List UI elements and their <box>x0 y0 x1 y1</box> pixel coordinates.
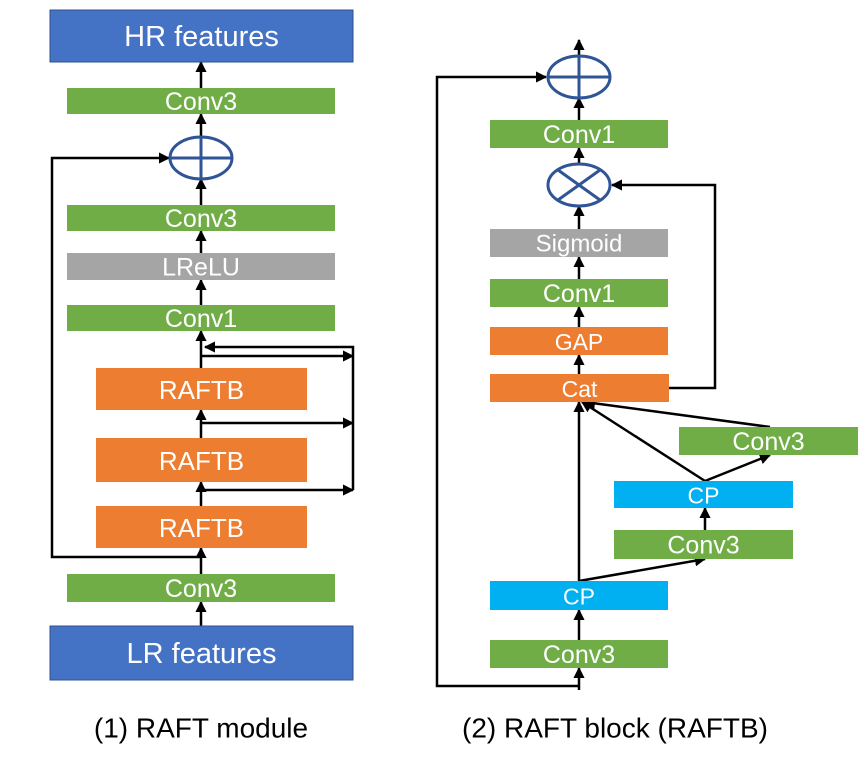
cp-right-block-label: CP <box>688 483 720 509</box>
raft-block-panel: Conv1SigmoidConv1GAPCatConv3CPConv3CPCon… <box>435 38 858 744</box>
raft-module-add-operator <box>168 135 234 181</box>
lrelu-block: LReLU <box>67 253 335 282</box>
lr-features-block-box <box>49 625 354 681</box>
arrow-conv3-top-to-cat <box>583 397 771 429</box>
conv3-bottom-block-label: Conv3 <box>543 641 615 669</box>
lr-features-block: LR features <box>49 625 354 681</box>
multiply-operator-diagonal-2 <box>557 168 601 202</box>
arrow-cp-to-conv3-right <box>578 555 707 583</box>
arrow-cat-to-multiply <box>610 179 717 390</box>
cp-right-block-box <box>614 481 793 508</box>
cat-block-box <box>490 374 669 402</box>
conv3-right-top-block: Conv3 <box>679 427 858 456</box>
conv1-lower-block-box <box>490 279 668 307</box>
raft-block-multiply-operator <box>546 162 612 208</box>
sigmoid-block-label: Sigmoid <box>536 231 623 258</box>
conv3-mid-block-label: Conv3 <box>165 205 237 233</box>
conv3-bottom-block-label: Conv3 <box>165 575 237 603</box>
cp-right-block: CP <box>614 481 793 509</box>
raftb-block-3-box <box>96 368 307 410</box>
conv3-right-block: Conv3 <box>614 530 793 560</box>
conv3-right-block-label: Conv3 <box>667 532 739 560</box>
conv3-right-top-block-box <box>679 427 858 455</box>
raftb-block-1: RAFTB <box>96 506 307 548</box>
raft-block-caption: (2) RAFT block (RAFTB) <box>462 713 768 744</box>
conv3-right-block-box <box>614 530 793 559</box>
arrow-cp-right-to-cat <box>581 400 706 483</box>
conv1-block: Conv1 <box>67 305 335 333</box>
raft-module-caption: (1) RAFT module <box>94 713 308 744</box>
cat-block-label: Cat <box>562 376 598 402</box>
conv3-mid-block-box <box>67 205 335 231</box>
gap-block: GAP <box>490 327 668 355</box>
conv1-block-label: Conv1 <box>165 305 237 333</box>
residual-connection-arrow <box>435 71 579 688</box>
conv1-block-box <box>67 305 335 331</box>
skip-connection-arrow <box>50 152 201 559</box>
conv1-top-block-label: Conv1 <box>543 121 615 149</box>
raftb-block-1-label: RAFTB <box>159 513 244 543</box>
raft-module-blocks: HR featuresConv3Conv3LReLUConv1RAFTBRAFT… <box>49 9 354 681</box>
cp-left-block-label: CP <box>563 584 595 610</box>
raft-module-connections <box>50 60 355 626</box>
raft-module-panel: HR featuresConv3Conv3LReLUConv1RAFTBRAFT… <box>49 9 355 744</box>
conv3-bottom-block-box <box>490 640 668 668</box>
conv3-mid-block: Conv3 <box>67 205 335 233</box>
cp-left-block: CP <box>490 581 668 610</box>
conv3-bottom-block: Conv3 <box>67 574 335 603</box>
raftb-block-2-label: RAFTB <box>159 446 244 476</box>
multiply-operator-icon <box>546 162 612 208</box>
gap-block-box <box>490 327 668 355</box>
conv3-right-top-block-label: Conv3 <box>732 428 804 456</box>
lrelu-block-label: LReLU <box>162 254 240 282</box>
cat-block: Cat <box>490 374 669 402</box>
conv3-bottom-block-box <box>67 574 335 602</box>
gap-block-label: GAP <box>555 329 604 355</box>
sigmoid-block-box <box>490 229 668 257</box>
lr-features-block-label: LR features <box>127 638 277 670</box>
raftb-block-2: RAFTB <box>96 438 307 482</box>
cp-left-block-box <box>490 581 668 610</box>
raft-block-add-operator <box>546 54 612 100</box>
sigmoid-block: Sigmoid <box>490 229 668 258</box>
raftb-block-3-label: RAFTB <box>159 375 244 405</box>
raftb-block-3: RAFTB <box>96 368 307 410</box>
arrow-cp-right-to-conv3-top <box>704 453 772 483</box>
conv3-bottom-block: Conv3 <box>490 640 668 669</box>
dense-fusion-bus <box>203 341 355 490</box>
hr-features-block-label: HR features <box>124 21 279 53</box>
hr-features-block-box <box>49 9 354 63</box>
raftb-block-2-box <box>96 438 307 482</box>
conv1-lower-block: Conv1 <box>490 279 668 308</box>
conv1-lower-block-label: Conv1 <box>543 280 615 308</box>
raftb-block-1-box <box>96 506 307 548</box>
lrelu-block-box <box>67 253 335 280</box>
conv3-top-block-label: Conv3 <box>165 88 237 116</box>
conv3-top-block-box <box>67 88 335 114</box>
raft-block-blocks: Conv1SigmoidConv1GAPCatConv3CPConv3CPCon… <box>490 120 858 669</box>
hr-features-block: HR features <box>49 9 354 63</box>
conv1-top-block: Conv1 <box>490 120 668 149</box>
raft-block-connections <box>435 38 772 690</box>
conv3-top-block: Conv3 <box>67 88 335 116</box>
conv1-top-block-box <box>490 120 668 148</box>
